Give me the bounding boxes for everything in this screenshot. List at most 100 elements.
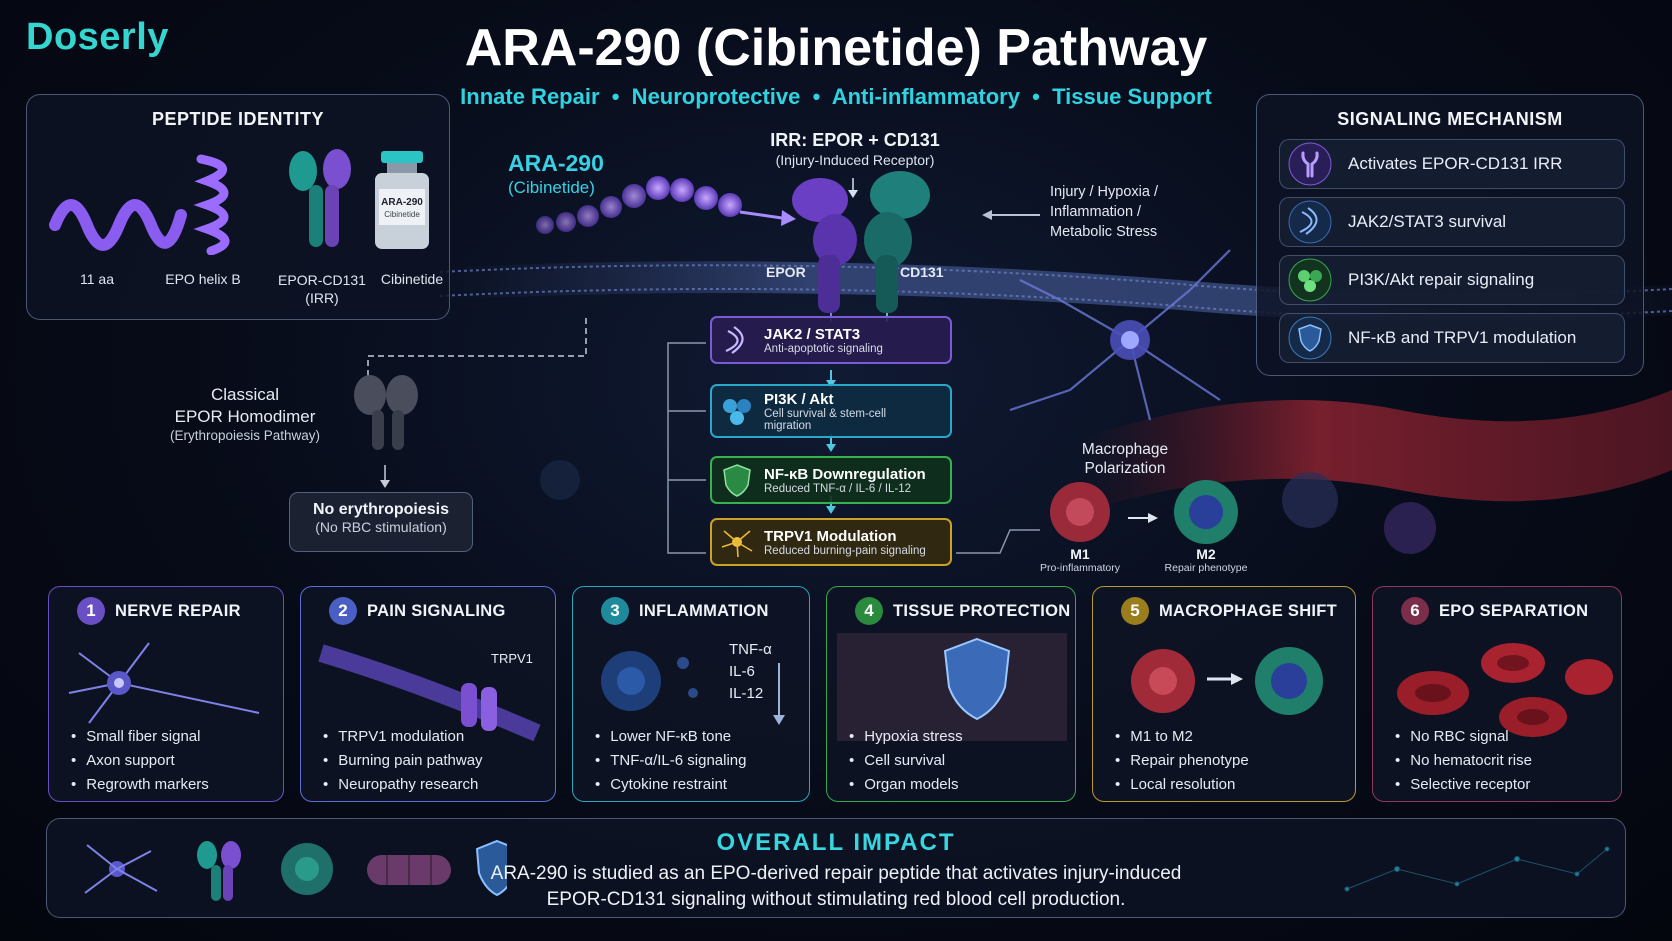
card-bullet: TNF-α/IL-6 signaling <box>595 749 746 773</box>
cytokine-il12: IL-12 <box>729 685 764 702</box>
overall-impact-panel: OVERALL IMPACT ARA-290 is studied as an … <box>46 818 1626 918</box>
dna-icon <box>725 326 744 354</box>
red-blood-cells-art <box>1397 643 1613 737</box>
card-bullet: Neuropathy research <box>323 773 483 797</box>
card-number: 1 <box>77 597 105 625</box>
cd131-label: CD131 <box>900 264 944 280</box>
page-title: ARA-290 (Cibinetide) Pathway <box>464 19 1208 77</box>
muscle-fiber-icon <box>367 855 451 885</box>
mechanism-row-nfkb: NF-κB and TRPV1 modulation <box>1279 313 1625 363</box>
card-bullet: Axon support <box>71 749 209 773</box>
step-sub: Reduced TNF-α / IL-6 / IL-12 <box>764 482 912 495</box>
card-title: MACROPHAGE SHIFT <box>1159 601 1338 620</box>
trpv1-label: TRPV1 <box>491 651 533 666</box>
no-erythropoiesis-title: No erythropoiesis <box>312 501 450 518</box>
impact-text-line1: ARA-290 is studied as an EPO-derived rep… <box>490 863 1182 884</box>
card-title: INFLAMMATION <box>639 601 769 620</box>
card-bullet: No RBC signal <box>1395 725 1532 749</box>
step-title: PI3K / Akt <box>764 390 834 408</box>
receptor-y-icon <box>197 841 241 901</box>
card-bullet: Hypoxia stress <box>849 725 962 749</box>
shield-icon <box>943 637 1011 721</box>
identity-label-cibinetide: Cibinetide <box>380 271 444 287</box>
vial-icon <box>375 151 429 249</box>
peptide-name: ARA-290 <box>508 150 604 176</box>
card-bullet: No hematocrit rise <box>1395 749 1532 773</box>
cytokine-il6: IL-6 <box>729 663 755 680</box>
signaling-mechanism-panel: SIGNALING MECHANISM Activates EPOR-CD131… <box>1256 94 1644 376</box>
coil-helix-icon <box>193 154 230 255</box>
card-bullet: Small fiber signal <box>71 725 209 749</box>
shield-icon <box>475 839 507 897</box>
peptide-sub: (Cibinetide) <box>508 178 595 197</box>
step-title: JAK2 / STAT3 <box>764 325 861 343</box>
mechanism-label: PI3K/Akt repair signaling <box>1348 270 1535 289</box>
impact-text-line2: EPOR-CD131 signaling without stimulating… <box>546 889 1126 910</box>
cytokine-tnf: TNF-α <box>729 641 772 658</box>
step-sub: Anti-apoptotic signaling <box>764 342 883 355</box>
receptor-sub: (Injury-Induced Receptor) <box>775 152 935 168</box>
macrophage-shift-art <box>1131 647 1323 715</box>
nerve-fiber-art <box>318 644 541 741</box>
immune-cell-art <box>601 651 785 725</box>
m1-macrophage-art <box>1050 482 1110 542</box>
dna-icon <box>1288 200 1332 244</box>
cells-cluster-icon <box>723 399 751 425</box>
card-number: 3 <box>601 597 629 625</box>
stress-label: Injury / Hypoxia / Inflammation / Metabo… <box>1050 184 1158 240</box>
card-bullet: Repair phenotype <box>1115 749 1248 773</box>
receptor-title: IRR: EPOR + CD131 <box>770 130 940 150</box>
vial-sublabel: Cibinetide <box>384 210 420 219</box>
card-title: PAIN SIGNALING <box>367 601 506 620</box>
impact-icons <box>84 839 507 901</box>
card-inflammation: 3 INFLAMMATION TNF-α IL-6 IL-12 Lower NF-… <box>572 586 810 802</box>
step-title: NF-κB Downregulation <box>764 465 926 483</box>
card-number: 5 <box>1121 597 1149 625</box>
immune-cell-icon <box>281 843 333 895</box>
epor-label: EPOR <box>766 264 806 280</box>
no-erythropoiesis-box: No erythropoiesis (No RBC stimulation) <box>289 492 473 552</box>
card-bullet: Selective receptor <box>1395 773 1532 797</box>
card-title: NERVE REPAIR <box>115 601 241 620</box>
card-bullet: Burning pain pathway <box>323 749 482 773</box>
classical-sub: (Erythropoiesis Pathway) <box>169 428 321 443</box>
card-number: 6 <box>1401 597 1429 625</box>
m2-macrophage-art <box>1174 480 1238 544</box>
tissue-shield-art <box>837 633 1067 741</box>
page-subtitle: Innate Repair • Neuroprotective • Anti-i… <box>460 84 1212 109</box>
identity-art: ARA-290 Cibinetide <box>49 149 429 255</box>
card-title: TISSUE PROTECTION <box>893 601 1071 620</box>
m1-sub: Pro-inflammatory <box>1040 562 1120 574</box>
card-bullet: Lower NF-κB tone <box>595 725 746 749</box>
macrophage-title: Macrophage Polarization <box>1081 441 1169 477</box>
mechanism-row-receptor: Activates EPOR-CD131 IRR <box>1279 139 1625 189</box>
card-title: EPO SEPARATION <box>1439 601 1589 620</box>
shield-icon <box>1288 316 1332 360</box>
classical-title: Classical EPOR Homodimer <box>174 385 316 426</box>
step-sub: Reduced burning-pain signaling <box>764 544 926 557</box>
epor-homodimer-art <box>354 375 418 450</box>
vial-label: ARA-290 <box>381 197 423 208</box>
helix-ribbon-icon <box>49 199 187 251</box>
identity-label-epo-helix: EPO helix B <box>165 271 241 287</box>
card-bullet: Organ models <box>849 773 963 797</box>
receptor-icon <box>1288 142 1332 186</box>
peptide-identity-heading: PEPTIDE IDENTITY <box>151 109 325 129</box>
m1-label: M1 <box>1070 546 1090 562</box>
step-sub: Cell survival & stem-cell migration <box>764 407 887 432</box>
identity-label-11aa: 11 aa <box>80 271 114 287</box>
card-bullet: Local resolution <box>1115 773 1249 797</box>
card-number: 4 <box>855 597 883 625</box>
receptor-y-icon <box>289 149 351 247</box>
card-epo-separation: 6 EPO SEPARATION No RBC signal No hematoc… <box>1372 586 1622 802</box>
m2-sub: Repair phenotype <box>1164 562 1248 574</box>
peptide-identity-panel: PEPTIDE IDENTITY ARA-290 Cibinetide 11 a… <box>26 94 450 320</box>
step-title: TRPV1 Modulation <box>764 527 897 545</box>
